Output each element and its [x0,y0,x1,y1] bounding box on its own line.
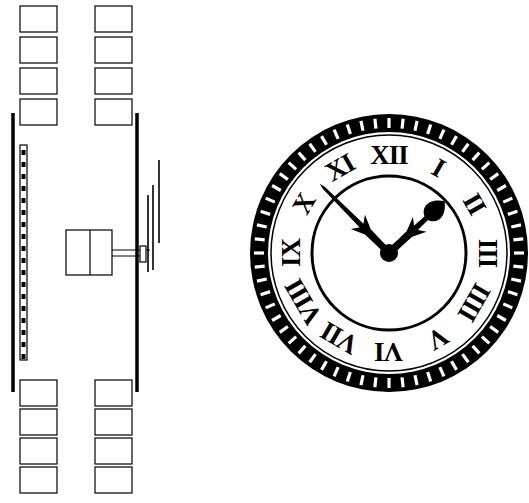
minute-tick [438,367,445,377]
minute-tick [320,135,328,145]
minute-tick [387,378,390,388]
minute-tick [513,237,523,241]
minute-tick [426,371,432,381]
minute-tick [413,121,418,131]
minute-tick [481,161,491,170]
minute-tick [373,377,377,387]
hour-numeral: III [474,239,501,268]
strip-dot [22,210,26,215]
minute-tick [265,302,275,309]
minute-tick [297,345,306,355]
minute-tick [346,124,352,134]
minute-tick [255,264,265,268]
minute-tick [450,360,458,370]
minute-tick [507,290,517,296]
minute-tick [288,161,298,170]
minute-tick [279,325,289,333]
minute-tick [471,152,480,162]
minute-tick [257,277,267,282]
minute-tick [255,237,265,241]
minute-tick [426,124,432,134]
minute-tick [511,277,521,282]
minute-tick [438,129,445,139]
strip-dot [22,186,26,191]
strip-dot [22,174,26,179]
minute-tick [254,251,264,254]
minute-tick [257,223,267,228]
strip-dot [22,342,26,347]
strip-dot [22,234,26,239]
minute-tick [373,119,377,129]
minute-tick [413,375,418,385]
minute-tick [359,375,364,385]
minute-tick [507,210,517,216]
hour-numeral: XII [370,142,408,169]
minute-tick [503,302,513,309]
strip-dot [22,306,26,311]
minute-tick [387,118,390,128]
minute-tick [496,314,506,322]
minute-tick [400,377,404,387]
clock-face [250,114,528,392]
minute-tick [297,152,306,162]
minute-tick [320,360,328,370]
minute-tick [271,314,281,322]
minute-tick [489,325,499,333]
minute-tick [359,121,364,131]
minute-tick [471,345,480,355]
minute-tick [260,290,270,296]
minute-tick [288,335,298,344]
minute-tick [513,264,523,268]
minute-tick [511,223,521,228]
strip-dot [22,150,26,155]
minute-tick [346,371,352,381]
strip-dot [22,330,26,335]
minute-tick [260,210,270,216]
movement-side-view [13,6,159,493]
strip-dot [22,270,26,275]
strip-dot [22,354,26,359]
strip-dot [22,162,26,167]
hour-numeral: IX [278,239,305,267]
minute-tick [265,197,275,204]
minute-tick [450,135,458,145]
strip-dot [22,294,26,299]
minute-tick [461,143,469,153]
minute-tick [271,184,281,192]
minute-tick [496,184,506,192]
strip-dot [22,246,26,251]
strip-dot [22,222,26,227]
minute-tick [481,335,491,344]
minute-tick [461,353,469,363]
strip-dot [22,258,26,263]
strip-dot [22,198,26,203]
minute-tick [279,172,289,180]
minute-tick [489,172,499,180]
minute-tick [503,197,513,204]
minute-tick [308,353,316,363]
hour-numeral: VI [375,338,403,365]
minute-tick [308,143,316,153]
minute-tick [514,251,524,254]
strip-dot [22,318,26,323]
minute-tick [400,119,404,129]
minute-tick [333,129,340,139]
strip-dot [22,282,26,287]
minute-tick [333,367,340,377]
